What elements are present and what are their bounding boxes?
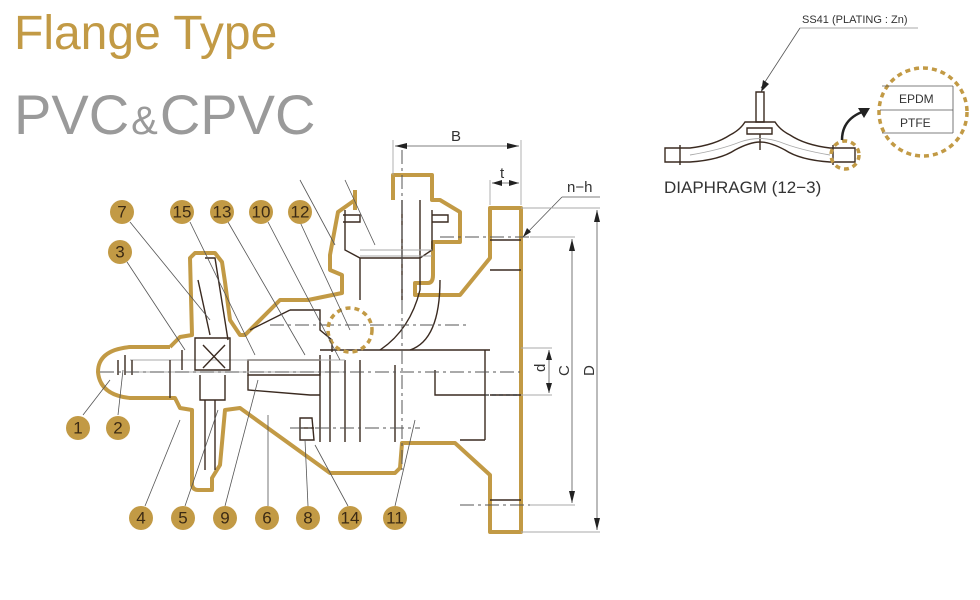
detail-zoom-circle (877, 66, 969, 158)
svg-text:10: 10 (252, 203, 271, 222)
part-badge-11: 11 (383, 506, 407, 530)
subtitle-cpvc: CPVC (159, 83, 316, 146)
part-badge-6: 6 (255, 506, 279, 530)
dim-label-d: d (532, 364, 549, 372)
layer-table (880, 85, 954, 134)
svg-text:9: 9 (220, 509, 229, 528)
part-badge-9: 9 (213, 506, 237, 530)
svg-text:4: 4 (136, 509, 145, 528)
svg-text:12: 12 (291, 203, 310, 222)
part-badge-1: 1 (66, 416, 90, 440)
part-badge-4: 4 (129, 506, 153, 530)
diaphragm-caption: DIAPHRAGM (12−3) (664, 178, 821, 197)
leader-lines (82, 179, 416, 507)
page-subtitle: PVC&CPVC (14, 82, 315, 147)
svg-text:8: 8 (303, 509, 312, 528)
part-badge-13: 13 (210, 200, 234, 224)
dim-label-n-h: n−h (567, 179, 592, 196)
dim-label-D: D (581, 365, 598, 376)
flange (440, 236, 545, 506)
part-badge-10: 10 (249, 200, 273, 224)
part-badge-14: 14 (338, 506, 362, 530)
svg-text:3: 3 (115, 243, 124, 262)
svg-text:11: 11 (386, 509, 404, 528)
dim-label-c: C (556, 365, 573, 376)
part-badge-2: 2 (106, 416, 130, 440)
part-badge-15: 15 (170, 200, 194, 224)
subtitle-ampersand: & (131, 99, 158, 143)
page-title: Flange Type (14, 7, 278, 60)
detail-arrow (840, 110, 863, 141)
layer-epdm: EPDM (899, 92, 934, 106)
detail-source-circle (829, 139, 861, 171)
dimension-lines (392, 140, 600, 533)
dim-label-t: t (500, 165, 505, 182)
diaphragm-highlight-circle (326, 306, 374, 354)
inner-body (100, 150, 520, 470)
layer-ptfe: PTFE (900, 116, 931, 130)
svg-text:1: 1 (73, 419, 82, 438)
subtitle-pvc: PVC (14, 83, 130, 146)
material-note: SS41 (PLATING : Zn) (802, 14, 908, 26)
part-badge-12: 12 (288, 200, 312, 224)
part-badge-5: 5 (171, 506, 195, 530)
svg-text:14: 14 (341, 509, 360, 528)
valve-body-outline (96, 173, 523, 534)
svg-text:7: 7 (117, 203, 126, 222)
part-badge-7: 7 (110, 200, 134, 224)
svg-text:15: 15 (173, 203, 192, 222)
part-badge-3: 3 (108, 240, 132, 264)
part-badge-8: 8 (296, 506, 320, 530)
svg-text:6: 6 (262, 509, 271, 528)
svg-text:5: 5 (178, 509, 187, 528)
diaphragm-detail (664, 27, 918, 165)
dim-label-b: B (451, 128, 461, 145)
svg-text:2: 2 (113, 419, 122, 438)
svg-text:13: 13 (213, 203, 232, 222)
